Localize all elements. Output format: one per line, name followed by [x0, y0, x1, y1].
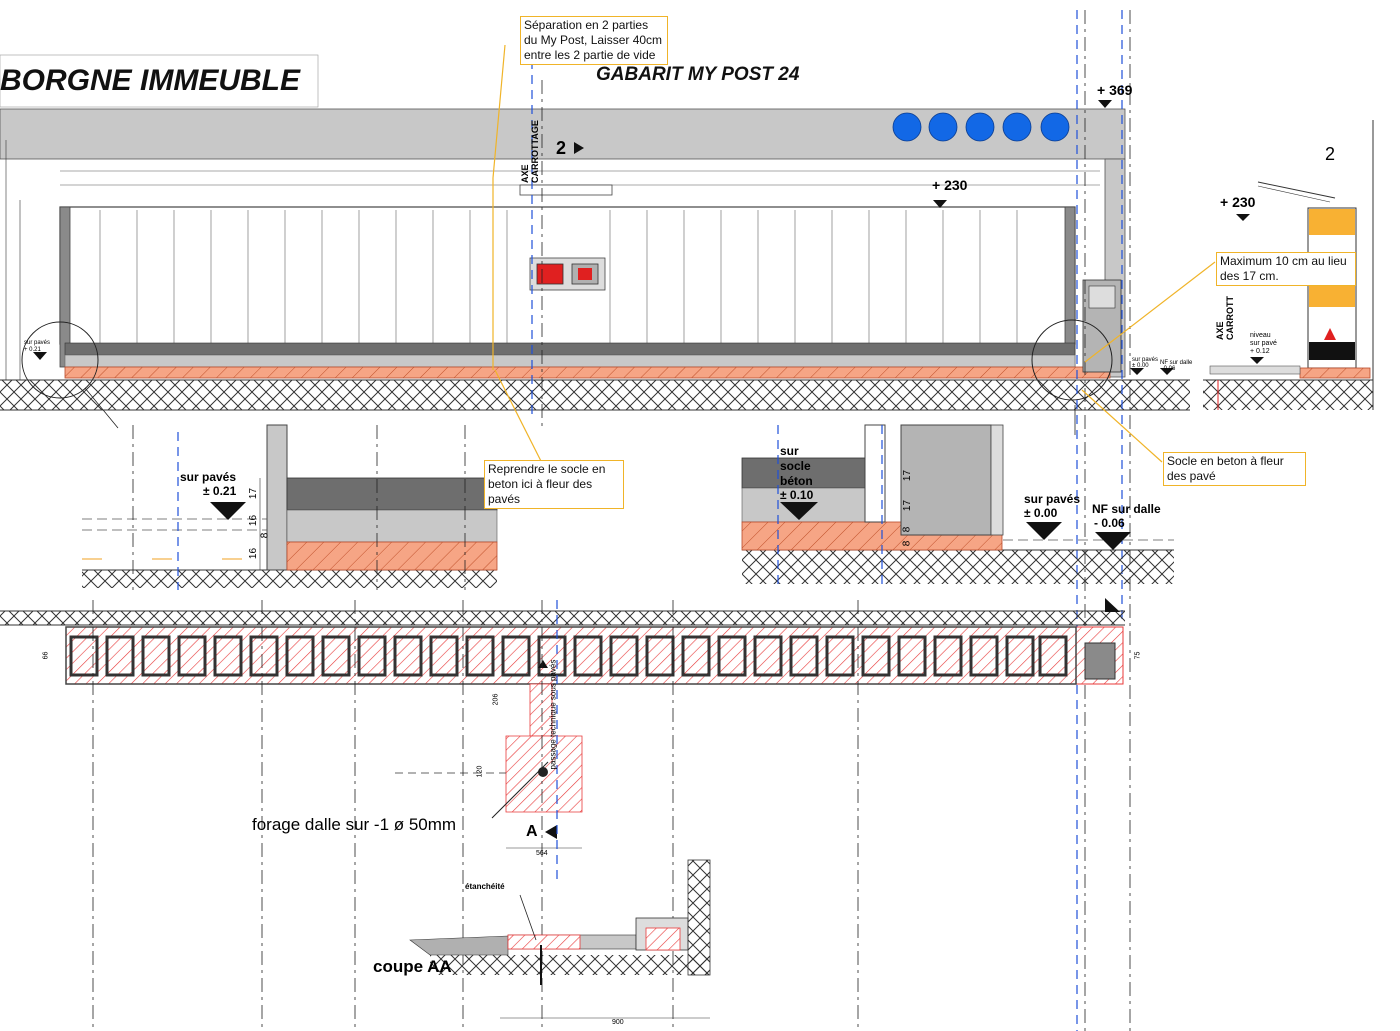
left-small-level: sur pavés + 0.21 — [24, 340, 51, 353]
level-top: + 369 — [1097, 82, 1133, 98]
detail-right-dim-4: 8 — [901, 540, 913, 547]
detail-left-dim-3: 16 — [248, 547, 260, 560]
callout-maximum: Maximum 10 cm au lieu des 17 cm. — [1216, 252, 1356, 286]
detail-right-dim-2: 17 — [902, 499, 914, 512]
detail-left-dim-4: 8 — [259, 532, 271, 539]
plan-dim-5: 66 — [42, 651, 50, 660]
side-section-mark: 2 — [1325, 144, 1336, 164]
plan-cells — [69, 635, 1068, 677]
title-left: BORGNE IMMEUBLE — [0, 64, 300, 97]
right-small-level-2: NF sur dalle - 0.06 — [1160, 360, 1193, 372]
detail-right-level-value-3: - 0.06 — [1094, 516, 1125, 530]
detail-right-level-value-2: ± 0.00 — [1024, 506, 1058, 520]
detail-left-dim-2: 16 — [248, 514, 260, 527]
callout-socle: Socle en beton à fleur des pavé — [1163, 452, 1306, 486]
title-right: GABARIT MY POST 24 — [596, 64, 800, 85]
right-small-level-1: sur pavés ± 0.00 — [1132, 357, 1159, 369]
plan-dim-1: 206 — [492, 693, 500, 706]
plan-section-mark: A — [526, 823, 538, 840]
plan-dim-2: 120 — [476, 765, 484, 778]
ground-strip — [0, 380, 1190, 410]
blue-circles — [892, 112, 1070, 142]
detail-right-dim-1: 17 — [902, 469, 914, 482]
side-level-label: niveau sur pavé + 0.12 — [1250, 332, 1277, 355]
side-axe-label: AXE CARROTT — [1215, 296, 1235, 340]
callout-reprendre: Reprendre le socle en beton ici à fleur … — [484, 460, 624, 509]
detail-right-level-label-3: NF sur dalle — [1092, 502, 1161, 516]
plan-dim-4: 75 — [1134, 651, 1142, 660]
level-230: + 230 — [932, 177, 968, 193]
axe-label: AXE CARROTTAGE — [520, 120, 540, 183]
etancheite-label: étanchéité — [465, 882, 505, 891]
detail-left-dim-1: 17 — [248, 487, 260, 500]
detail-left-level-value: ± 0.21 — [203, 484, 237, 498]
detail-right-dim-3: 8 — [901, 526, 913, 533]
forage-label: forage dalle sur -1 ø 50mm — [252, 815, 457, 834]
coupe-label: coupe AA — [373, 957, 452, 976]
coupe-dim: 900 — [612, 1019, 624, 1026]
locker-dividers — [99, 210, 1018, 343]
section-mark-2: 2 — [556, 138, 567, 158]
detail-right-level-label-2: sur pavés — [1024, 492, 1081, 506]
passage-label: passage technique sous pavés — [548, 659, 558, 770]
detail-left-level-label: sur pavés — [180, 470, 237, 484]
plan-dim-3: 564 — [536, 850, 548, 857]
detail-right-level-value-1: ± 0.10 — [780, 488, 814, 502]
callout-separation: Séparation en 2 parties du My Post, Lais… — [520, 16, 668, 65]
side-level-230: + 230 — [1220, 194, 1256, 210]
concrete-base — [64, 366, 1111, 379]
detail-right-level-label-1: sur socle béton — [780, 444, 813, 488]
